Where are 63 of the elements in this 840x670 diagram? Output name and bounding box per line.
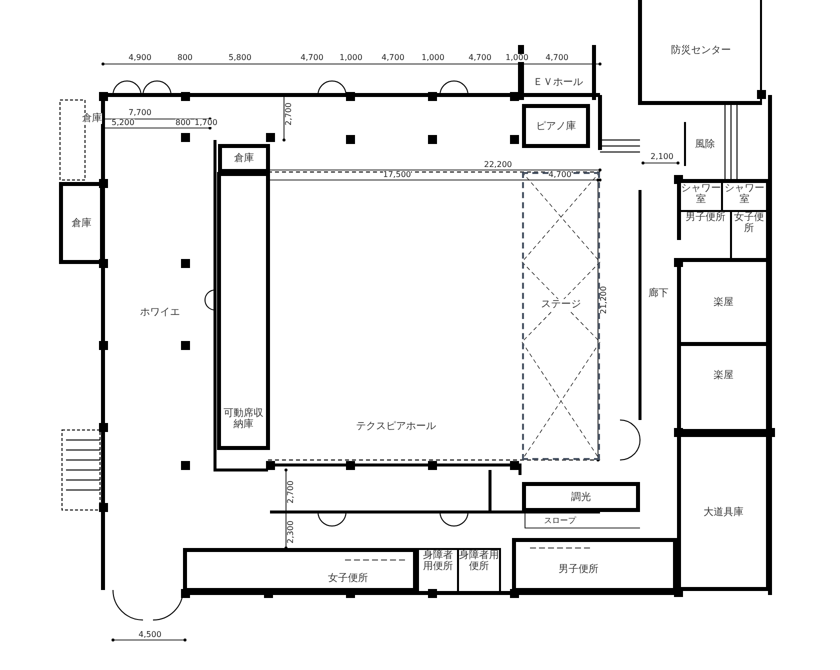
room bbox=[721, 179, 770, 210]
room bbox=[217, 172, 270, 450]
room bbox=[677, 210, 730, 240]
dimension-label: 4,700 bbox=[300, 54, 324, 62]
room-label: ピアノ庫 bbox=[536, 120, 576, 132]
room-label: 大道具庫 bbox=[704, 506, 744, 518]
dimension-label: 4,900 bbox=[128, 54, 152, 62]
room-label: 可動席収納庫 bbox=[221, 408, 266, 430]
room-label: 楽屋 bbox=[714, 370, 734, 381]
dimension-label: 5,800 bbox=[228, 54, 252, 62]
room-label: テクスピアホール bbox=[356, 421, 436, 432]
room bbox=[677, 433, 770, 591]
dimension-label: 2,100 bbox=[650, 153, 674, 161]
room-label: ＥＶホール bbox=[533, 77, 583, 88]
dimension-label: 21,200 bbox=[600, 286, 608, 314]
room bbox=[59, 182, 104, 264]
room-label: 女子便所 bbox=[328, 573, 368, 584]
room-label: 楽屋 bbox=[714, 296, 734, 308]
room-label: 女子便所 bbox=[732, 212, 766, 234]
room-label: 倉庫 bbox=[82, 112, 102, 124]
dimension-label: 1,000 bbox=[422, 54, 444, 62]
dimension-label: 22,200 bbox=[484, 161, 512, 169]
room bbox=[218, 144, 270, 173]
room bbox=[730, 210, 770, 258]
dimension-label: 4,500 bbox=[138, 631, 162, 639]
room-label: 風除 bbox=[695, 138, 715, 150]
dimension-label: 800 bbox=[177, 54, 193, 62]
room-label: 調光 bbox=[571, 492, 591, 502]
room bbox=[522, 482, 640, 512]
room bbox=[522, 104, 590, 148]
room-label: シャワー室 bbox=[723, 183, 766, 205]
room-label: 男子便所 bbox=[686, 212, 726, 223]
dimension-label: スロープ bbox=[544, 517, 576, 525]
dimension-label: 4,700 bbox=[546, 54, 568, 62]
dimension-label: 4,700 bbox=[548, 171, 572, 179]
dimension-label: 4,700 bbox=[382, 54, 404, 62]
room-label: 男子便所 bbox=[558, 564, 598, 574]
dimension-label: 1,000 bbox=[340, 54, 362, 62]
dimension-label: 2,700 bbox=[287, 480, 295, 504]
room bbox=[677, 179, 721, 210]
room bbox=[183, 548, 417, 592]
dimension-label: 4,700 bbox=[468, 54, 492, 62]
room-label: ホワイエ bbox=[140, 306, 180, 318]
dimension-label: 800 bbox=[175, 119, 191, 127]
room bbox=[638, 0, 762, 105]
room-label: シャワー室 bbox=[681, 183, 721, 205]
room bbox=[512, 538, 677, 592]
room-label: 廊下 bbox=[648, 288, 668, 298]
dimension-label: 17,500 bbox=[383, 171, 411, 179]
room bbox=[417, 548, 459, 592]
dimension-label: 7,700 bbox=[128, 109, 152, 117]
room-label: 防災センター bbox=[671, 45, 731, 56]
room bbox=[677, 346, 770, 433]
dimension-label: 1,700 bbox=[194, 119, 218, 127]
room-label: 倉庫 bbox=[72, 218, 92, 228]
room bbox=[459, 548, 501, 592]
room-label: ステージ bbox=[541, 298, 581, 310]
room-label: 身障者用便所 bbox=[459, 550, 499, 572]
dimension-label: 2,700 bbox=[285, 102, 293, 126]
dimension-label: 5,200 bbox=[112, 119, 134, 127]
room-label: 倉庫 bbox=[234, 153, 254, 164]
dimension-label: 1,000 bbox=[506, 54, 528, 62]
room bbox=[677, 258, 770, 346]
